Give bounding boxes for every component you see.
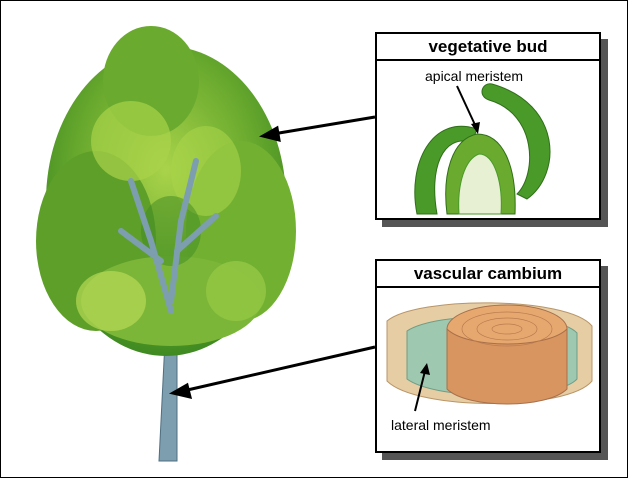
arrow-to-trunk: [182, 345, 376, 393]
lateral-meristem-label: lateral meristem: [391, 417, 491, 433]
arrow-head-bud: [259, 125, 281, 143]
arrow-head-trunk: [168, 382, 193, 400]
arrow-to-bud: [272, 115, 376, 136]
vascular-cambium-panel: vascular cambium lateral meristem: [375, 259, 601, 453]
arrows: [168, 115, 376, 400]
bud-section-illustration: [414, 83, 551, 215]
tree-branches: [118, 158, 219, 314]
vegetative-bud-title: vegetative bud: [377, 34, 599, 61]
vegetative-bud-panel: vegetative bud apical meristem: [375, 32, 601, 220]
apical-meristem-label: apical meristem: [425, 68, 524, 84]
stem-section-illustration: [386, 302, 593, 412]
tree-canopy: [36, 26, 296, 356]
vascular-cambium-title: vascular cambium: [377, 261, 599, 288]
